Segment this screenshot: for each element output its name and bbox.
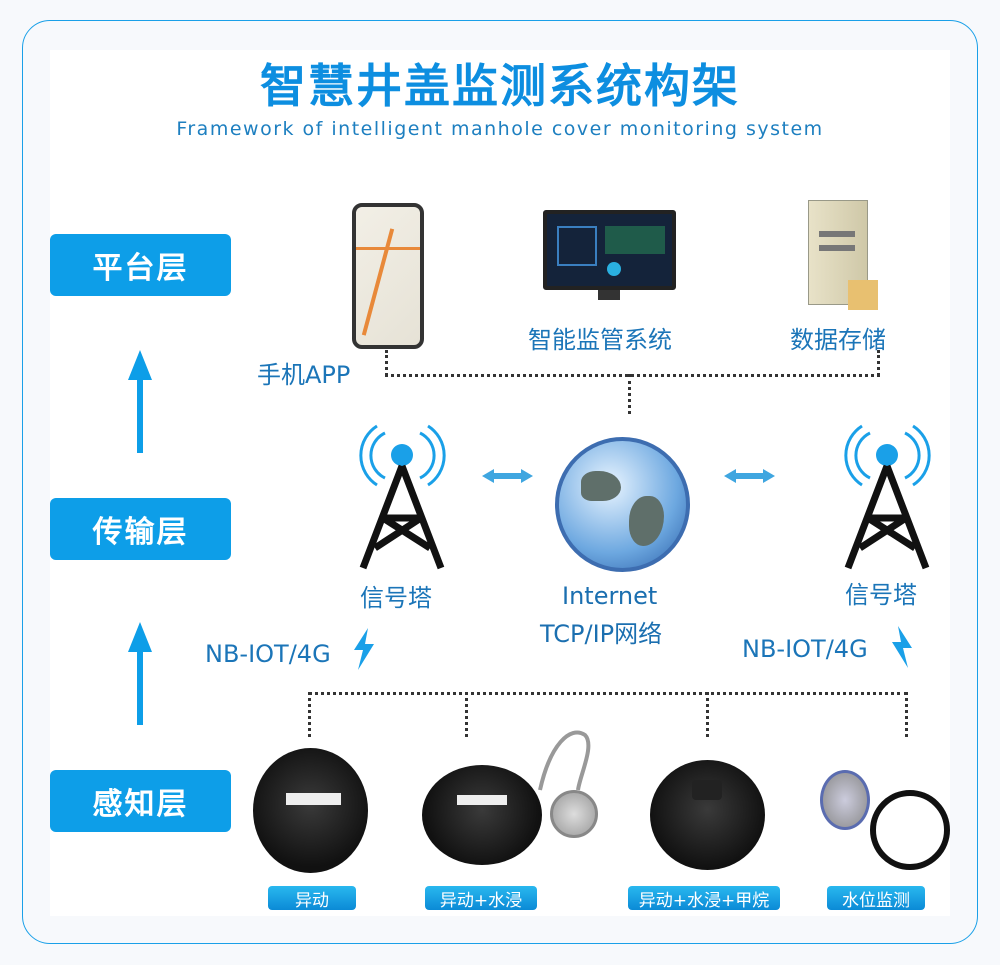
- sensor-label: 异动+水浸: [425, 886, 537, 911]
- platform-connector: [385, 374, 880, 377]
- tower-left-label: 信号塔: [360, 584, 432, 612]
- page-subtitle: Framework of intelligent manhole cover m…: [176, 118, 824, 140]
- layer-platform: 平台层: [50, 234, 231, 296]
- connector-segment: [465, 692, 468, 737]
- connector-segment: [877, 350, 880, 376]
- link-right-label: NB-IOT/4G: [742, 635, 868, 663]
- sensor-label: 异动+水浸+甲烷: [628, 886, 780, 911]
- connector-segment: [706, 692, 709, 737]
- connector-segment: [308, 692, 311, 737]
- water-level-cable: [870, 790, 950, 870]
- data-storage-label: 数据存储: [790, 326, 886, 354]
- page-title: 智慧井盖监测系统构架: [260, 59, 740, 113]
- layer-perception: 感知层: [50, 770, 231, 832]
- bidirectional-arrow-icon: [724, 469, 775, 483]
- probe-cable: [538, 730, 591, 791]
- connector-segment: [385, 350, 388, 376]
- motion-sensor-image: [253, 748, 368, 873]
- monitor-system-label: 智能监管系统: [528, 326, 672, 354]
- signal-tower-icon: [359, 424, 446, 570]
- water-level-transmitter-image: [820, 770, 870, 830]
- water-probe-image: [550, 790, 598, 838]
- phone-icon: [352, 203, 424, 349]
- lightning-icon: [892, 626, 912, 668]
- connector-segment: [628, 374, 631, 414]
- outer-frame: [22, 20, 978, 944]
- globe-icon: [555, 437, 690, 572]
- motion-water-methane-sensor-image: [650, 760, 765, 870]
- phone-app-label: 手机APP: [257, 361, 351, 389]
- monitor-stand: [598, 290, 620, 300]
- connector-segment: [905, 692, 908, 737]
- tcpip-label: TCP/IP网络: [540, 620, 663, 648]
- up-arrow-icon: [128, 622, 152, 725]
- link-left-label: NB-IOT/4G: [205, 640, 331, 668]
- sensor-connector: [308, 692, 908, 695]
- signal-tower-icon: [844, 424, 931, 570]
- up-arrow-icon: [128, 350, 152, 453]
- bidirectional-arrow-icon: [482, 469, 533, 483]
- tower-right-label: 信号塔: [845, 581, 917, 609]
- motion-water-sensor-image: [422, 765, 542, 865]
- layer-transport: 传输层: [50, 498, 231, 560]
- monitor-icon: [543, 210, 676, 290]
- storage-folder-icon: [848, 280, 878, 310]
- layer-arrows: [128, 350, 152, 725]
- internet-label: Internet: [562, 582, 658, 610]
- sensor-label: 异动: [268, 886, 356, 911]
- lightning-icon: [354, 628, 374, 670]
- sensor-label: 水位监测: [827, 886, 925, 911]
